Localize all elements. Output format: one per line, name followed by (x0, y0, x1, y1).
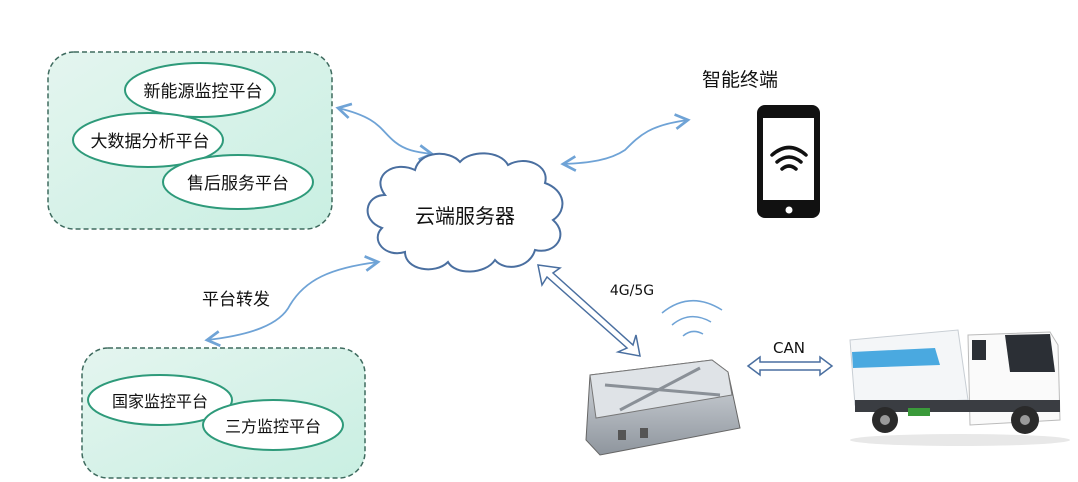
arrow-cloud-device (537, 264, 641, 357)
arrow-platforms-cloud (335, 102, 435, 161)
tbox-device (585, 359, 741, 456)
truck-image (849, 329, 1070, 446)
platform-label: 售后服务平台 (187, 174, 289, 194)
cloud-label: 云端服务器 (415, 204, 515, 228)
platform-newenergy: 新能源监控平台 (124, 62, 276, 118)
arrow-can (746, 355, 834, 377)
cloud-server: 云端服务器 (366, 152, 564, 273)
platform-group: 新能源监控平台 大数据分析平台 售后服务平台 (47, 51, 333, 230)
arrow-terminal-cloud (560, 113, 691, 172)
arrow-forward (204, 255, 381, 347)
platform-thirdparty: 三方监控平台 (202, 399, 344, 451)
platform-national: 国家监控平台 (87, 374, 233, 426)
forward-label: 平台转发 (202, 290, 270, 310)
wifi-icon (770, 145, 808, 171)
platform-label: 大数据分析平台 (91, 132, 210, 152)
signal-icon (661, 299, 723, 337)
platform-label: 国家监控平台 (112, 392, 208, 411)
smartphone-icon (757, 105, 820, 218)
gov-platform-group: 国家监控平台 三方监控平台 (81, 347, 366, 479)
platform-label: 三方监控平台 (225, 417, 321, 436)
platform-aftersales: 售后服务平台 (162, 154, 314, 210)
platform-bigdata: 大数据分析平台 (72, 112, 224, 168)
can-label: CAN (773, 339, 805, 357)
network-label: 4G/5G (610, 283, 654, 299)
platform-label: 新能源监控平台 (144, 82, 263, 102)
terminal-label: 智能终端 (702, 69, 778, 91)
